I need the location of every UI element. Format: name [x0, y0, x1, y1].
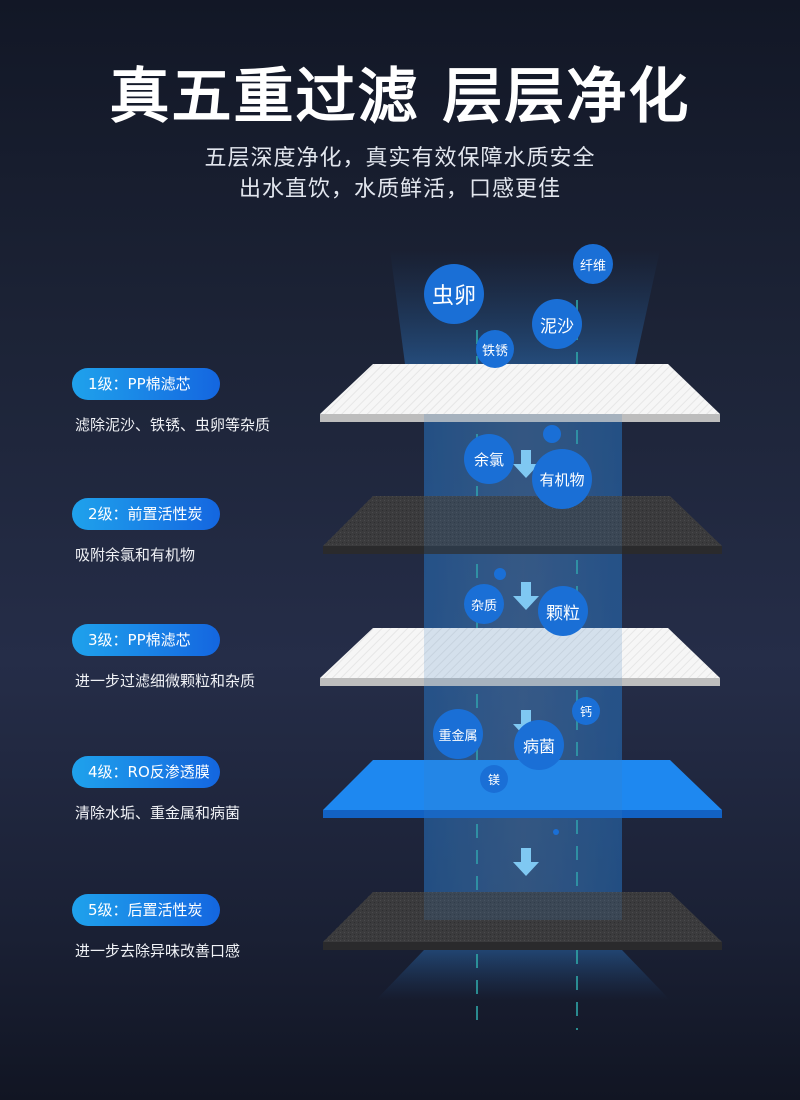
stage-2-desc: 吸附余氯和有机物 [75, 546, 196, 564]
stage-3-label: 3级：PP棉滤芯 [72, 624, 220, 656]
stage-3-desc: 进一步过滤细微颗粒和杂质 [75, 672, 256, 690]
particle-eggs: 虫卵 [424, 264, 484, 324]
outflow-light [376, 950, 670, 1000]
plate-3-pp [320, 628, 720, 686]
arrow-down-icon [513, 848, 539, 876]
particle-chlorine: 余氯 [464, 434, 514, 484]
particle-impurities: 杂质 [464, 584, 504, 624]
particle-sand: 泥沙 [532, 299, 582, 349]
stage-5-label: 5级：后置活性炭 [72, 894, 220, 926]
stage-4-desc: 清除水垢、重金属和病菌 [75, 804, 241, 822]
arrow-down-icon [513, 582, 539, 610]
particle-heavy-metals: 重金属 [433, 709, 483, 759]
stage-1-desc: 滤除泥沙、铁锈、虫卵等杂质 [75, 416, 271, 434]
particle-organics: 有机物 [532, 449, 592, 509]
particle-dot [543, 425, 561, 443]
page-title: 真五重过滤 层层净化 [109, 62, 691, 132]
subtitle-line-1: 五层深度净化，真实有效保障水质安全 [204, 146, 596, 171]
plate-2-carbon [323, 496, 722, 554]
plate-5-carbon [323, 892, 722, 950]
stage-2-label: 2级：前置活性炭 [72, 498, 220, 530]
particle-fiber: 纤维 [573, 244, 613, 284]
stage-1-label: 1级：PP棉滤芯 [72, 368, 220, 400]
particle-rust: 铁锈 [476, 330, 514, 368]
particle-granules: 颗粒 [538, 586, 588, 636]
particle-magnesium: 镁 [480, 765, 508, 793]
plate-1-pp [320, 364, 720, 422]
subtitle-line-2: 出水直饮，水质鲜活，口感更佳 [238, 177, 561, 202]
particle-calcium: 钙 [572, 697, 600, 725]
particle-dot [494, 568, 506, 580]
particle-bacteria: 病菌 [514, 720, 564, 770]
stage-5-desc: 进一步去除异味改善口感 [75, 942, 241, 960]
plate-4-ro [323, 760, 722, 818]
stage-4-label: 4级：RO反渗透膜 [72, 756, 220, 788]
particle-dot [553, 829, 559, 835]
